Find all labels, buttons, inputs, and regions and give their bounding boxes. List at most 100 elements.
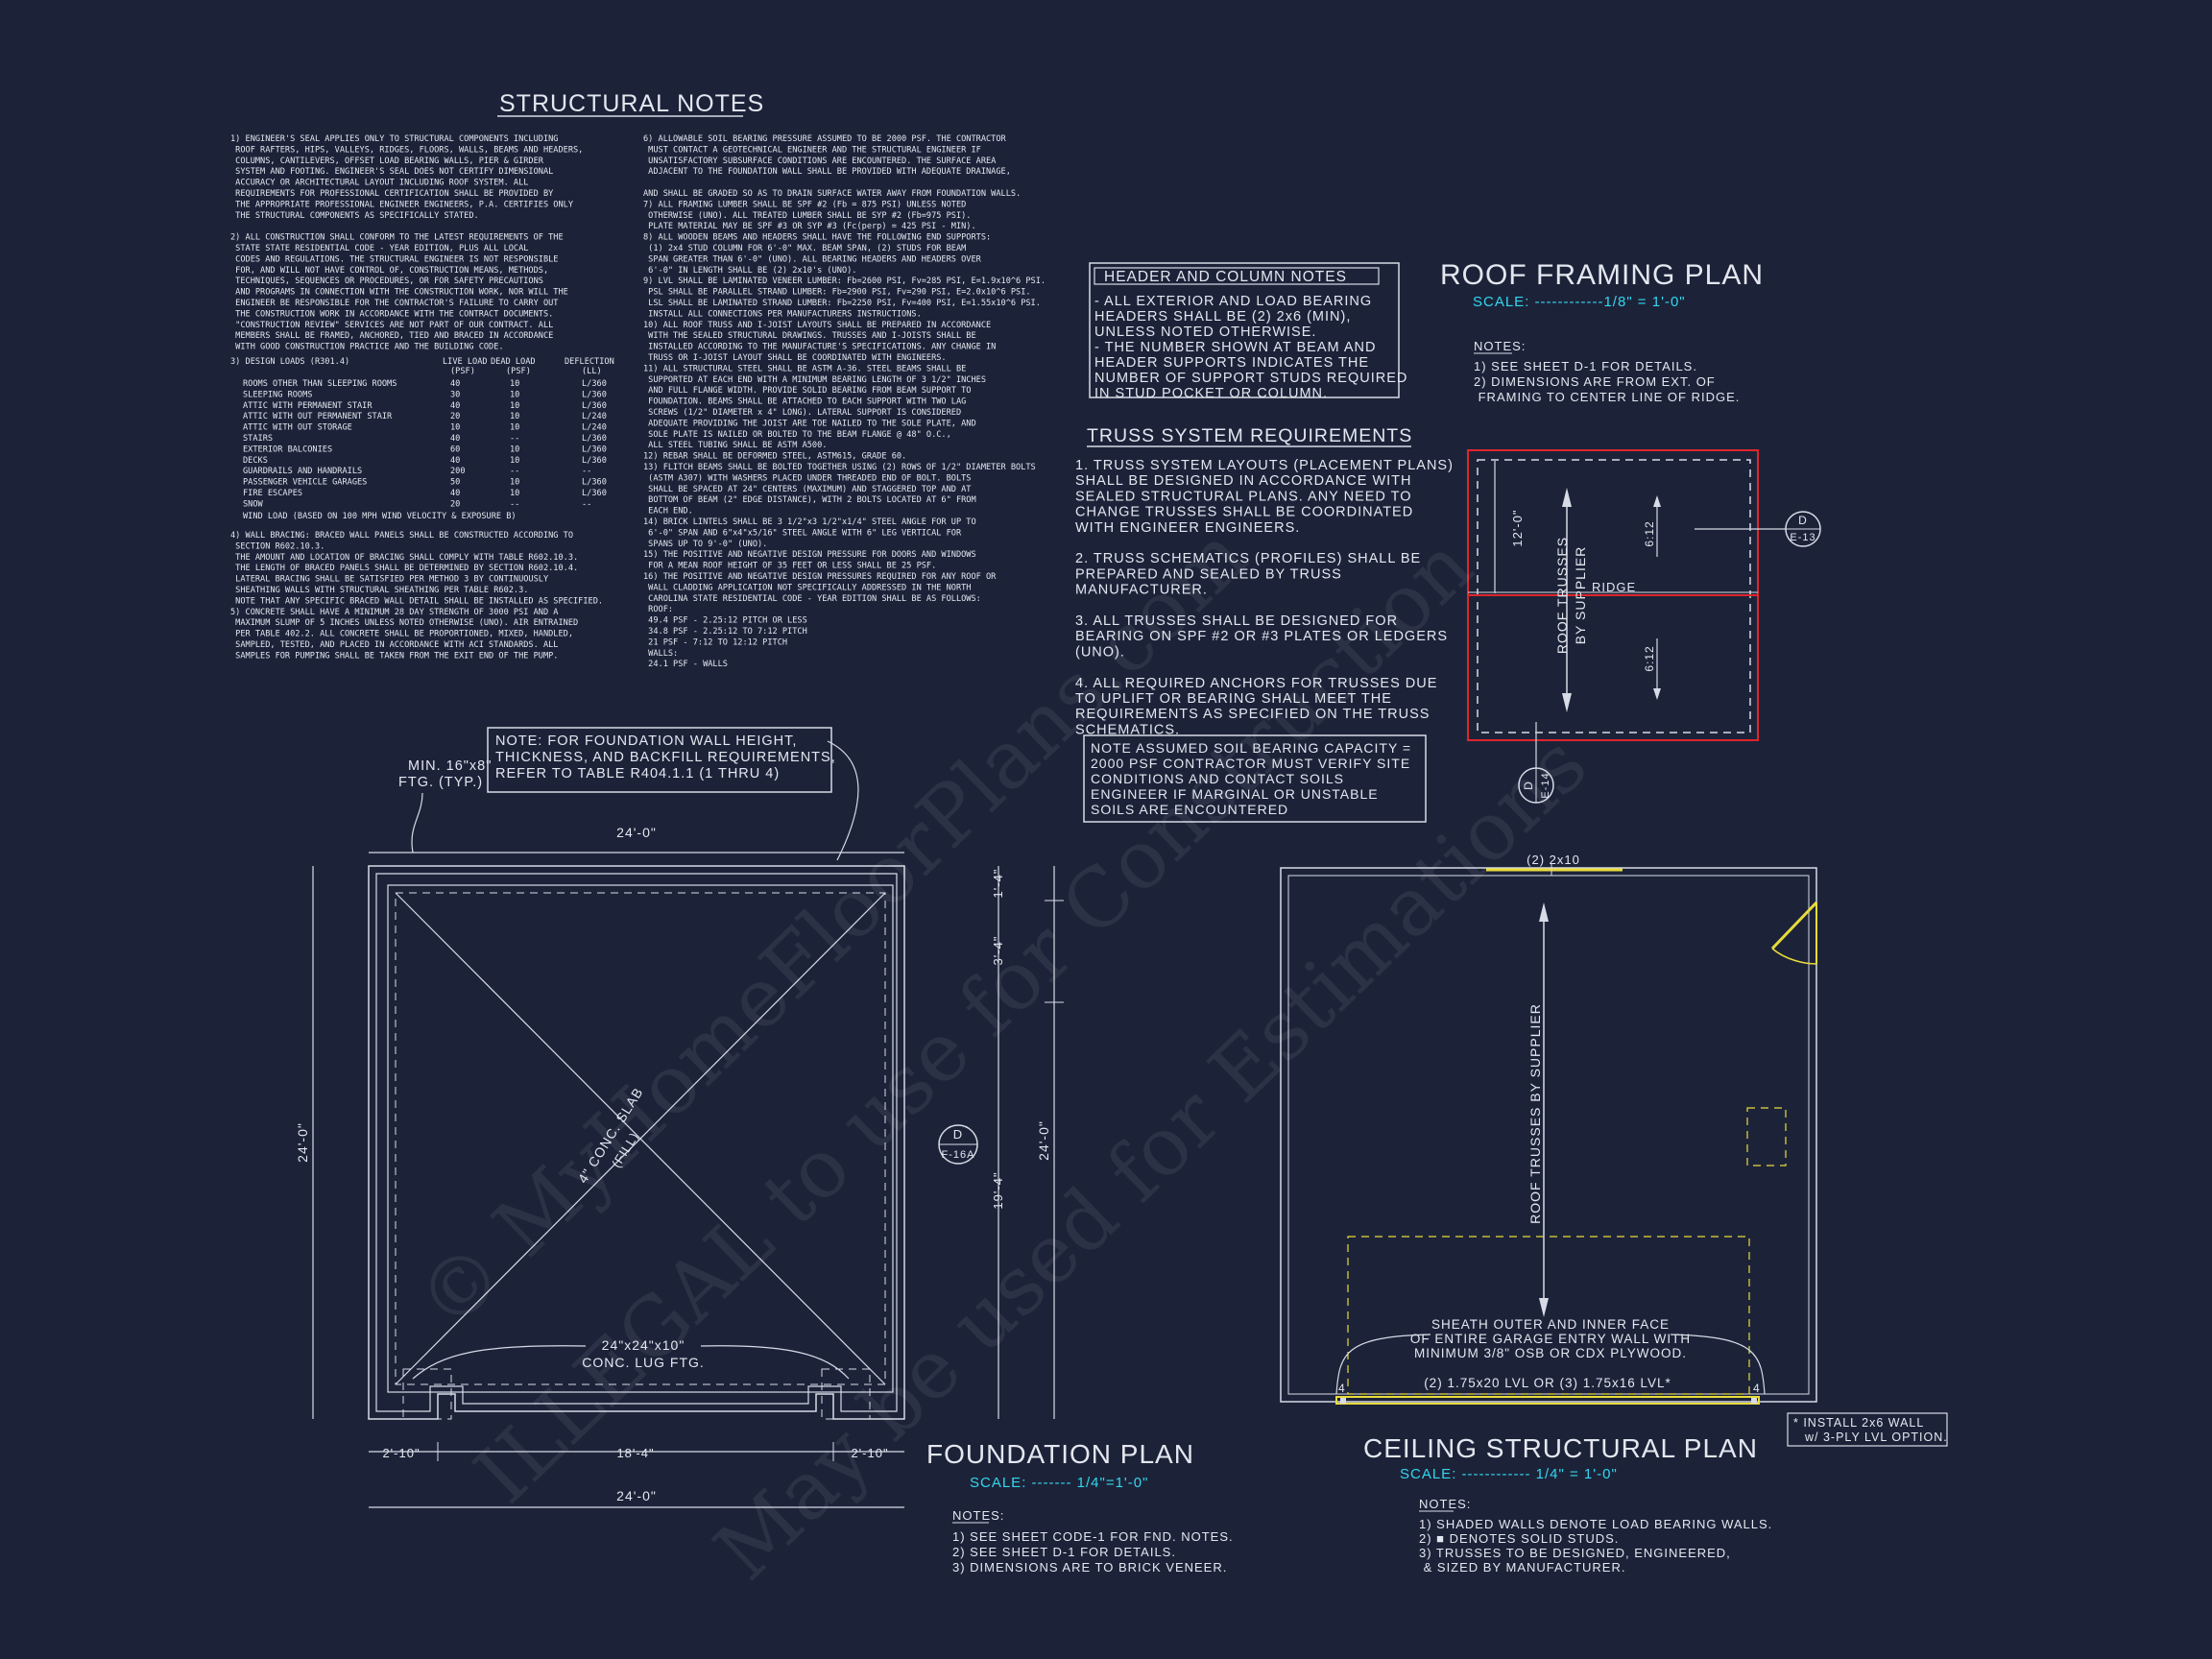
load-value: 30 <box>450 390 460 399</box>
fnd-dim-top: 24'-0" <box>616 825 657 840</box>
note-line: AND FULL FLANGE WIDTH. PROVIDE SOLID BEA… <box>643 386 971 396</box>
foundation-notes-heading: NOTES: <box>952 1508 1004 1523</box>
note-line: 9) LVL SHALL BE LAMINATED VENEER LUMBER:… <box>643 276 1046 286</box>
load-category: ATTIC WITH PERMANENT STAIR <box>243 401 373 411</box>
truss-requirements-body: 1. TRUSS SYSTEM LAYOUTS (PLACEMENT PLANS… <box>1075 458 1454 737</box>
note-line: ROOF RAFTERS, HIPS, VALLEYS, RIDGES, FLO… <box>230 145 583 155</box>
load-value: 40 <box>450 379 460 389</box>
foundation-note-line: 3) DIMENSIONS ARE TO BRICK VENEER. <box>952 1560 1227 1575</box>
lug-label-2: CONC. LUG FTG. <box>582 1355 705 1370</box>
truss-requirements-title: TRUSS SYSTEM REQUIREMENTS <box>1087 425 1412 446</box>
foundation-note-line: 2) SEE SHEET D-1 FOR DETAILS. <box>952 1545 1176 1559</box>
wall-note-line: THICKNESS, AND BACKFILL REQUIREMENTS, <box>495 750 836 765</box>
note-line: 5) CONCRETE SHALL HAVE A MINIMUM 28 DAY … <box>230 608 559 617</box>
note-line: SPAN GREATER THAN 6'-0" (UNO). ALL BEARI… <box>643 254 982 264</box>
header-note-line: UNLESS NOTED OTHERWISE. <box>1094 325 1316 340</box>
note-line: (ASTM A307) WITH WASHERS PLACED UNDER TH… <box>643 473 971 483</box>
wall-note-line: NOTE: FOR FOUNDATION WALL HEIGHT, <box>495 733 797 749</box>
lvl-beam <box>1335 1396 1760 1405</box>
note-line: FOR A MEAN ROOF HEIGHT OF 35 FEET OR LES… <box>643 562 936 571</box>
truss-note-line: (UNO). <box>1075 644 1125 660</box>
fnd-dim-r1: 1'-4" <box>991 869 1005 899</box>
load-value: -- <box>582 467 591 476</box>
soil-note: NOTE ASSUMED SOIL BEARING CAPACITY =2000… <box>1083 734 1427 823</box>
note-line: SOLE PLATE IS NAILED OR BOLTED TO THE BE… <box>643 430 951 440</box>
ceiling-plan-scale: SCALE: ------------ 1/4" = 1'-0" <box>1400 1466 1618 1482</box>
load-category: ROOMS OTHER THAN SLEEPING ROOMS <box>243 379 397 389</box>
load-category: PASSENGER VEHICLE GARAGES <box>243 478 367 488</box>
header-notes-title: HEADER AND COLUMN NOTES <box>1104 269 1347 285</box>
notes-column-2: 6) ALLOWABLE SOIL BEARING PRESSURE ASSUM… <box>643 134 1046 669</box>
note-line: THE LENGTH OF BRACED PANELS SHALL BE DET… <box>230 564 578 573</box>
load-value: L/360 <box>582 401 607 411</box>
note-line: SAMPLED, TESTED, AND PLACED IN ACCORDANC… <box>230 640 558 650</box>
note-line: 1) ENGINEER'S SEAL APPLIES ONLY TO STRUC… <box>230 134 558 144</box>
load-value: 10 <box>510 401 519 411</box>
load-value: 10 <box>510 478 519 488</box>
header-column-notes: HEADER AND COLUMN NOTES - ALL EXTERIOR A… <box>1089 262 1407 401</box>
note-line: 34.8 PSF - 2.25:12 TO 7:12 PITCH <box>643 627 807 637</box>
truss-note-line: BEARING ON SPF #2 OR #3 PLATES OR LEDGER… <box>1075 629 1448 644</box>
load-value: L/360 <box>582 434 607 444</box>
note-line: 4) WALL BRACING: BRACED WALL PANELS SHAL… <box>230 531 573 541</box>
note-line: SHEATHING WALLS WITH STRUCTURAL SHEATHIN… <box>230 586 528 595</box>
lvl-label: (2) 1.75x20 LVL OR (3) 1.75x16 LVL* <box>1424 1376 1671 1390</box>
fnd-dim-left: 24'-0" <box>295 1122 310 1163</box>
load-value: 10 <box>510 390 519 399</box>
structural-notes-title: STRUCTURAL NOTES <box>499 90 764 117</box>
ridge-label: RIDGE <box>1592 580 1636 594</box>
note-line: WITH GOOD CONSTRUCTION PRACTICE AND THE … <box>230 343 504 352</box>
note-line: FOUNDATION. BEAMS SHALL BE ATTACHED TO E… <box>643 397 966 407</box>
load-value: 10 <box>450 423 460 433</box>
note-line: 11) ALL STRUCTURAL STEEL SHALL BE ASTM A… <box>643 364 966 373</box>
load-value: 40 <box>450 489 460 498</box>
note-line: BOTTOM OF BEAM (2" EDGE DISTANCE), WITH … <box>643 495 976 505</box>
load-header-deflection: DEFLECTION <box>565 357 614 367</box>
note-line: SPANS UP TO 9'-0" (UNO). <box>643 540 767 549</box>
note-line: LATERAL BRACING SHALL BE SATISFIED PER M… <box>230 575 549 585</box>
notes-column-1: 1) ENGINEER'S SEAL APPLIES ONLY TO STRUC… <box>230 134 583 352</box>
ceiling-note-line: 3) TRUSSES TO BE DESIGNED, ENGINEERED, <box>1419 1546 1731 1560</box>
note-line: NOTE THAT ANY SPECIFIC BRACED WALL DETAI… <box>230 596 603 606</box>
roof-plan-title: ROOF FRAMING PLAN <box>1440 259 1764 291</box>
fnd-dim-bottom: 24'-0" <box>616 1488 657 1503</box>
load-category: DECKS <box>243 456 268 466</box>
svg-text:F-16A: F-16A <box>942 1149 975 1161</box>
note-line: STATE STATE RESIDENTIAL CODE - YEAR EDIT… <box>230 244 528 253</box>
wall-note: NOTE: FOR FOUNDATION WALL HEIGHT,THICKNE… <box>495 733 836 781</box>
sheath-note-line: SHEATH OUTER AND INNER FACE <box>1431 1317 1670 1332</box>
note-line: SECTION R602.10.3. <box>230 541 325 551</box>
note-line: 6'-0" SPAN AND 6"x4"x5/16" STEEL ANGLE W… <box>643 528 962 538</box>
note-line: WALL CLADDING APPLICATION NOT SPECIFICAL… <box>643 583 971 592</box>
note-line: LSL SHALL BE LAMINATED STRAND LUMBER: Fb… <box>643 299 1041 308</box>
soil-note-body: NOTE ASSUMED SOIL BEARING CAPACITY =2000… <box>1091 740 1411 817</box>
note-line: (1) 2x4 STUD COLUMN FOR 6'-0" MAX. BEAM … <box>643 244 966 253</box>
load-value: -- <box>582 499 591 509</box>
note-line: INSTALL ALL CONNECTIONS PER MANUFACTURER… <box>643 309 922 319</box>
svg-text:E-14: E-14 <box>1540 772 1551 798</box>
note-line: MAXIMUM SLUMP OF 5 INCHES UNLESS NOTED O… <box>230 618 578 628</box>
install-note-2: w/ 3-PLY LVL OPTION. <box>1804 1431 1948 1444</box>
truss-note-line: 1. TRUSS SYSTEM LAYOUTS (PLACEMENT PLANS… <box>1075 458 1454 473</box>
roof-notes-heading: NOTES: <box>1474 339 1526 353</box>
note-line: WITH THE SEALED STRUCTURAL DRAWINGS. TRU… <box>643 331 976 341</box>
roof-plan-scale: SCALE: ------------1/8" = 1'-0" <box>1473 294 1686 310</box>
notes-column-1b: 4) WALL BRACING: BRACED WALL PANELS SHAL… <box>230 531 603 661</box>
load-value: L/360 <box>582 445 607 454</box>
header-note-line: HEADERS SHALL BE (2) 2x6 (MIN), <box>1094 309 1351 325</box>
load-value: L/360 <box>582 390 607 399</box>
load-category: SNOW <box>243 499 264 509</box>
roof-note-line: FRAMING TO CENTER LINE OF RIDGE. <box>1474 390 1740 404</box>
note-line <box>230 222 235 231</box>
note-line: 12) REBAR SHALL BE DEFORMED STEEL, ASTM6… <box>643 452 906 462</box>
sheath-note-line: MINIMUM 3/8" OSB OR CDX PLYWOOD. <box>1414 1346 1687 1360</box>
note-line: 10) ALL ROOF TRUSS AND I-JOIST LAYOUTS S… <box>643 321 991 330</box>
ceiling-note-line: 1) SHADED WALLS DENOTE LOAD BEARING WALL… <box>1419 1517 1772 1531</box>
ceiling-outline <box>1280 867 1817 1403</box>
note-line: 15) THE POSITIVE AND NEGATIVE DESIGN PRE… <box>643 550 976 560</box>
soil-note-line: 2000 PSF CONTRACTOR MUST VERIFY SITE <box>1091 756 1410 771</box>
ftg-note-1: MIN. 16"x8" <box>408 758 492 774</box>
roof-dim-left: 12'-0" <box>1510 509 1525 546</box>
ceiling-notes-list: 1) SHADED WALLS DENOTE LOAD BEARING WALL… <box>1419 1517 1772 1575</box>
